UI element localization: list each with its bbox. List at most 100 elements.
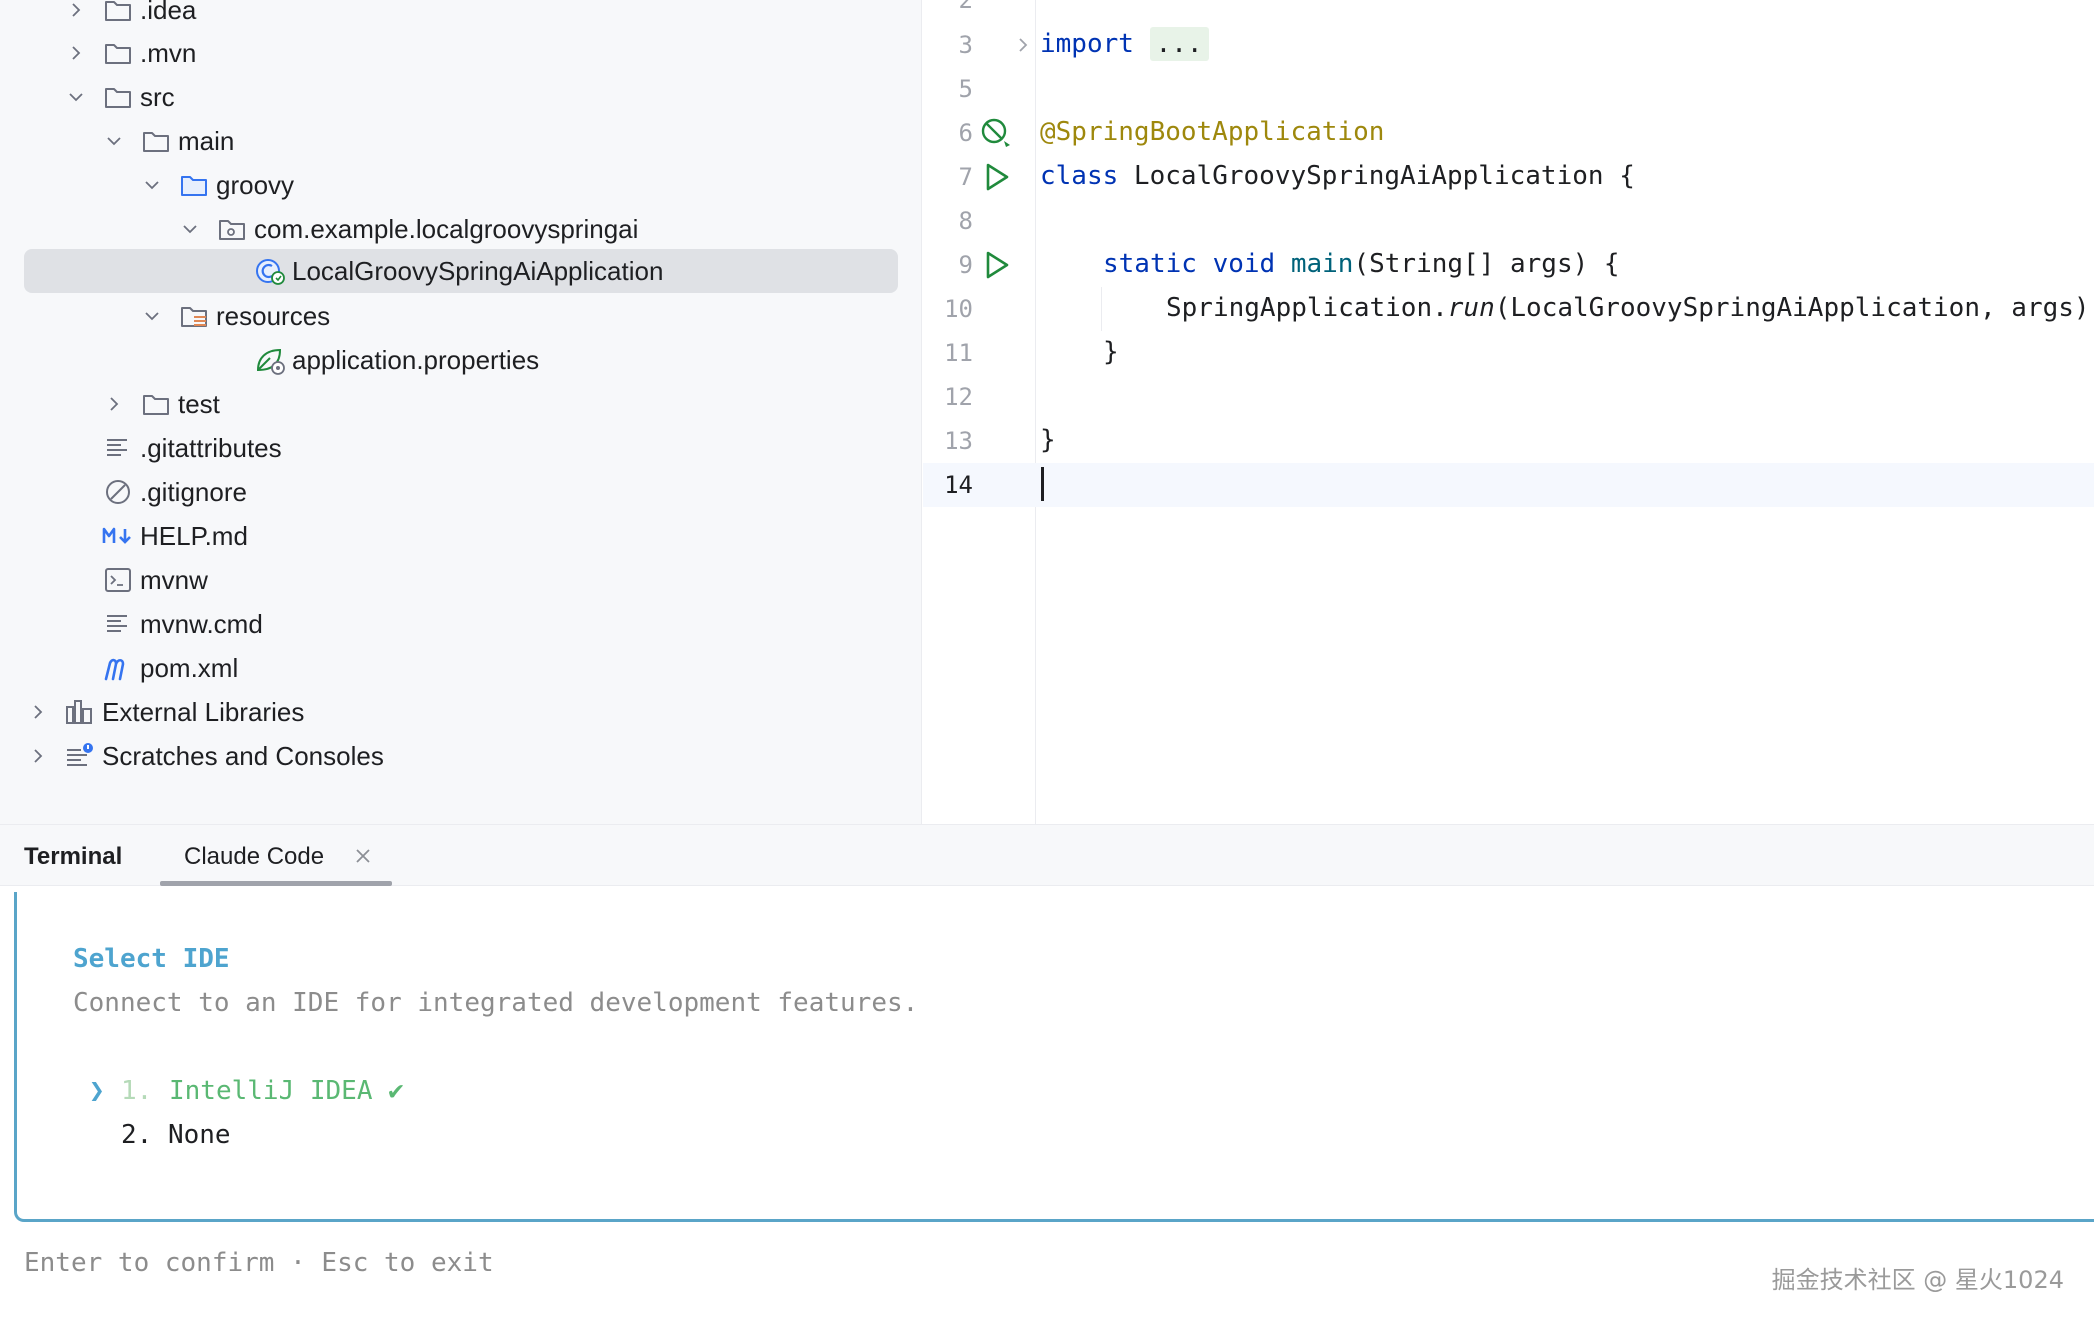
dialog-title: Select IDE (73, 944, 230, 974)
fold-expand-icon[interactable] (1013, 35, 1033, 55)
run-icon[interactable] (979, 248, 1013, 282)
libraries-icon (64, 696, 96, 728)
package-icon (216, 213, 248, 245)
code-line[interactable]: 9 static void main(String[] args) { (923, 243, 2094, 287)
code-line[interactable]: 6 @SpringBootApplication (923, 111, 2094, 155)
tree-item-label: application.properties (292, 344, 540, 375)
ignore-file-icon (102, 476, 134, 508)
project-tool-window: .idea .mvn src main groovy com.example.l… (0, 0, 922, 824)
annotation: @SpringBootApplication (1040, 117, 1385, 147)
tree-item-test[interactable]: test (0, 382, 921, 426)
terminal-file-icon (102, 564, 134, 596)
code-line[interactable]: 7 class LocalGroovySpringAiApplication { (923, 155, 2094, 199)
tree-item-label: resources (216, 300, 331, 331)
code-line-current[interactable]: 14 (923, 463, 2094, 507)
tree-item-label: mvnw.cmd (140, 608, 263, 639)
source-folder-icon (178, 169, 210, 201)
line-number: 8 (958, 207, 973, 235)
chevron-right-icon[interactable] (26, 700, 50, 724)
tree-item-gitignore[interactable]: .gitignore (0, 470, 921, 514)
run-call: SpringApplication.run(LocalGroovySpringA… (1166, 293, 2090, 323)
close-icon[interactable] (352, 845, 374, 867)
spring-properties-icon (254, 344, 286, 376)
code-line[interactable]: 10 SpringApplication.run(LocalGroovySpri… (923, 287, 2094, 331)
folded-imports[interactable]: ... (1149, 27, 1209, 61)
tree-item-main-class[interactable]: LocalGroovySpringAiApplication (0, 249, 921, 293)
chevron-right-icon[interactable] (64, 41, 88, 65)
tab-claude-code[interactable]: Claude Code (184, 843, 325, 870)
dialog-description: Connect to an IDE for integrated develop… (73, 988, 919, 1018)
chevron-right-icon[interactable] (26, 744, 50, 768)
editor-gutter (923, 0, 1036, 824)
tree-item-resources[interactable]: resources (0, 294, 921, 338)
chevron-down-icon[interactable] (140, 173, 164, 197)
code-line[interactable]: 12 (923, 375, 2094, 419)
selection-pointer-icon: ❯ (89, 1076, 105, 1106)
tree-item-help-md[interactable]: HELP.md (0, 514, 921, 558)
line-number: 13 (944, 427, 973, 455)
tool-window-tab-bar: Terminal Claude Code (0, 824, 2094, 886)
tree-item-label: Scratches and Consoles (102, 740, 384, 771)
tab-terminal[interactable]: Terminal (24, 843, 123, 870)
folder-icon (102, 0, 134, 26)
tree-item-label: test (178, 388, 220, 419)
code-editor[interactable]: 2 3 import ... 5 6 @SpringBootApplicatio… (923, 0, 2094, 824)
closing-brace: } (1103, 337, 1119, 367)
tree-item-scratches[interactable]: Scratches and Consoles (0, 734, 921, 778)
chevron-right-icon[interactable] (64, 0, 88, 22)
tree-item-mvnw[interactable]: mvnw (0, 558, 921, 602)
terminal-panel[interactable]: Select IDE Connect to an IDE for integra… (0, 886, 2094, 1326)
tree-item-pom-xml[interactable]: pom.xml (0, 646, 921, 690)
code-line[interactable]: 11 } (923, 331, 2094, 375)
text-file-icon (102, 608, 134, 640)
chevron-down-icon[interactable] (178, 217, 202, 241)
spring-bean-gutter-icon[interactable] (979, 116, 1013, 150)
tree-item-gitattributes[interactable]: .gitattributes (0, 426, 921, 470)
chevron-right-icon[interactable] (102, 392, 126, 416)
option-none[interactable]: 2. None (121, 1120, 231, 1150)
code-line[interactable]: 2 (923, 0, 2094, 22)
chevron-down-icon[interactable] (64, 85, 88, 109)
tree-item-idea[interactable]: .idea (0, 0, 921, 32)
tree-item-label: pom.xml (140, 652, 239, 683)
line-number: 11 (944, 339, 973, 367)
line-number: 5 (958, 75, 973, 103)
code-line[interactable]: 5 (923, 67, 2094, 111)
chevron-down-icon[interactable] (102, 129, 126, 153)
run-icon[interactable] (979, 160, 1013, 194)
tree-item-mvn[interactable]: .mvn (0, 31, 921, 75)
line-number: 7 (958, 163, 973, 191)
folder-icon (140, 125, 172, 157)
tree-item-main[interactable]: main (0, 119, 921, 163)
text-file-icon (102, 432, 134, 464)
line-number: 14 (944, 471, 973, 499)
ide-select-dialog: Select IDE Connect to an IDE for integra… (14, 892, 2094, 1222)
code-line[interactable]: 3 import ... (923, 23, 2094, 67)
tree-item-label: External Libraries (102, 696, 305, 727)
folder-icon (140, 388, 172, 420)
line-number: 9 (958, 251, 973, 279)
code-line[interactable]: 13 } (923, 419, 2094, 463)
option-intellij-idea[interactable]: IntelliJ IDEA ✔ (169, 1076, 404, 1106)
line-number: 6 (958, 119, 973, 147)
tree-item-external-libraries[interactable]: External Libraries (0, 690, 921, 734)
main-method-declaration: static void main(String[] args) { (1103, 249, 1620, 279)
option-number: 1. (121, 1076, 153, 1106)
import-statement: import ... (1040, 27, 1209, 61)
tree-item-mvnw-cmd[interactable]: mvnw.cmd (0, 602, 921, 646)
tree-item-label: .gitignore (140, 476, 247, 507)
keyboard-hint: Enter to confirm · Esc to exit (24, 1248, 494, 1278)
tree-item-properties[interactable]: application.properties (0, 338, 921, 382)
tree-item-label: groovy (216, 169, 295, 200)
tree-item-label: HELP.md (140, 520, 248, 551)
chevron-down-icon[interactable] (140, 304, 164, 328)
tree-item-src[interactable]: src (0, 75, 921, 119)
code-line[interactable]: 8 (923, 199, 2094, 243)
active-tab-indicator (160, 881, 392, 886)
tree-item-groovy[interactable]: groovy (0, 163, 921, 207)
folder-icon (102, 81, 134, 113)
class-declaration: class LocalGroovySpringAiApplication { (1040, 161, 1635, 191)
tree-item-label: .gitattributes (140, 432, 282, 463)
tree-item-package[interactable]: com.example.localgroovyspringai (0, 207, 921, 251)
spring-groovy-class-icon (254, 255, 286, 287)
